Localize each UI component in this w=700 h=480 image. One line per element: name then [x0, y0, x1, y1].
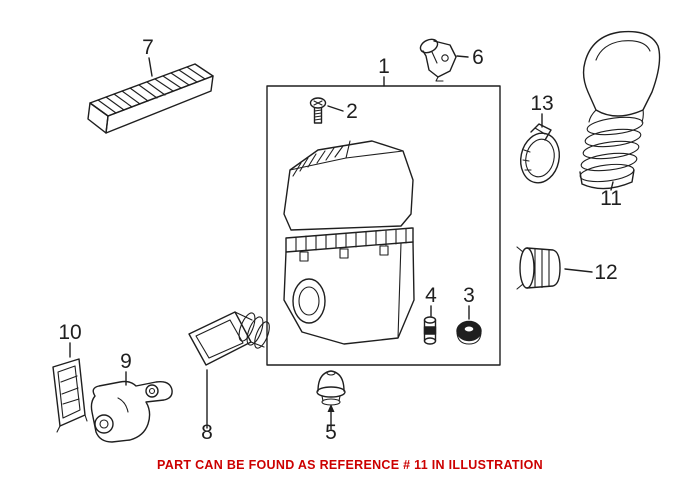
callout-4: 4	[425, 284, 437, 307]
callout-3: 3	[463, 284, 475, 307]
grommet-drawing	[456, 320, 482, 345]
screw-threads	[313, 109, 323, 121]
bracket-boss-small	[145, 384, 159, 398]
stud-band	[423, 326, 437, 335]
buffer-mount-drawing	[316, 370, 346, 406]
boot-rib-1	[586, 116, 644, 136]
maf-connector	[419, 38, 439, 54]
grommet-hole	[463, 325, 475, 333]
callout-13: 13	[530, 92, 553, 115]
bracket-contour	[117, 397, 129, 413]
bracket-hole-large	[99, 419, 109, 429]
reference-note: PART CAN BE FOUND AS REFERENCE # 11 IN I…	[157, 458, 543, 472]
resonator-drawing	[516, 246, 561, 290]
leader-6	[456, 55, 469, 58]
lid-outline	[283, 140, 414, 231]
boot-mouth-inner-lip	[595, 40, 651, 61]
hose-clamp-drawing	[520, 123, 560, 184]
grille-tabs	[56, 414, 88, 433]
filter-pleat-lines	[97, 66, 206, 114]
lower-duct-drawing	[188, 311, 270, 366]
maf-tab	[435, 76, 444, 82]
leader-7	[148, 57, 153, 77]
clamp-band-inner	[525, 138, 555, 178]
duct-bellows-3	[254, 321, 270, 349]
duct-opening-inner	[195, 319, 244, 359]
grommet-base	[456, 332, 482, 345]
buffer-knob	[326, 370, 336, 376]
callout-5: 5	[325, 421, 337, 444]
maf-detail	[431, 51, 438, 64]
clamp-band-outer	[520, 132, 560, 184]
resonator-left-end	[519, 247, 535, 289]
air-box-assembly-drawing	[283, 140, 415, 345]
stud-base	[423, 337, 437, 345]
resonator-body	[526, 247, 561, 289]
screw-drawing	[309, 97, 327, 124]
leader-5-arrowhead	[327, 404, 335, 412]
screw-head	[309, 97, 327, 109]
callout-8: 8	[201, 421, 213, 444]
duct-bellows-2	[246, 316, 264, 346]
boot-rib-5	[579, 163, 635, 183]
grille-drawing	[52, 358, 88, 433]
inlet-port-outer	[292, 278, 326, 324]
boot-rib-3	[582, 140, 640, 160]
callout-11: 11	[600, 187, 622, 210]
leader-12	[564, 268, 593, 273]
stud-top	[423, 316, 437, 324]
latch-clip-1	[299, 251, 309, 262]
filter-left-face	[87, 102, 109, 134]
callout-12: 12	[594, 261, 617, 284]
lid-hatching	[292, 145, 344, 177]
boot-rib-4	[580, 152, 638, 172]
bracket-boss-large	[94, 414, 114, 434]
latch-clip-3	[379, 245, 389, 256]
latch-clip-2	[339, 248, 349, 259]
grille-outer-frame	[52, 358, 86, 427]
leader-2	[327, 105, 344, 112]
boot-mouth-outline	[582, 30, 661, 117]
callout-7: 7	[142, 36, 154, 59]
grille-slats	[60, 375, 80, 405]
housing-contour	[397, 242, 402, 339]
air-filter-element-drawing	[87, 63, 214, 134]
callout-6: 6	[472, 46, 484, 69]
duct-opening-outer	[188, 311, 252, 366]
intake-boot-drawing	[579, 30, 661, 190]
duct-bellows-1	[238, 312, 256, 342]
callout-2: 2	[346, 100, 358, 123]
leader-11	[610, 181, 614, 191]
seam-band	[285, 227, 414, 253]
lower-housing-outline	[283, 241, 415, 345]
callout-10: 10	[58, 321, 81, 344]
bracket-hole-small	[148, 387, 156, 395]
callout-1: 1	[378, 55, 390, 78]
clamp-band-ticks	[522, 149, 532, 171]
grille-inner-frame	[57, 365, 81, 419]
stud-mount-drawing	[423, 316, 437, 345]
duct-depth-lines	[234, 311, 265, 348]
maf-port	[441, 54, 449, 62]
resonator-tabs	[516, 246, 524, 290]
maf-body	[422, 40, 457, 78]
seam-ticks	[295, 228, 407, 252]
boot-end-flange	[579, 169, 635, 190]
bracket-drawing	[90, 380, 173, 443]
clamp-screw-slot	[534, 127, 546, 135]
inlet-port-inner	[298, 286, 320, 316]
buffer-flange	[316, 386, 346, 398]
maf-sensor-drawing	[419, 38, 457, 82]
filter-front-face	[105, 75, 214, 134]
bracket-outline	[90, 380, 173, 443]
screw-slot	[313, 100, 323, 106]
boot-rib-2	[584, 128, 642, 148]
resonator-ribs	[534, 248, 550, 289]
callout-9: 9	[120, 350, 132, 373]
